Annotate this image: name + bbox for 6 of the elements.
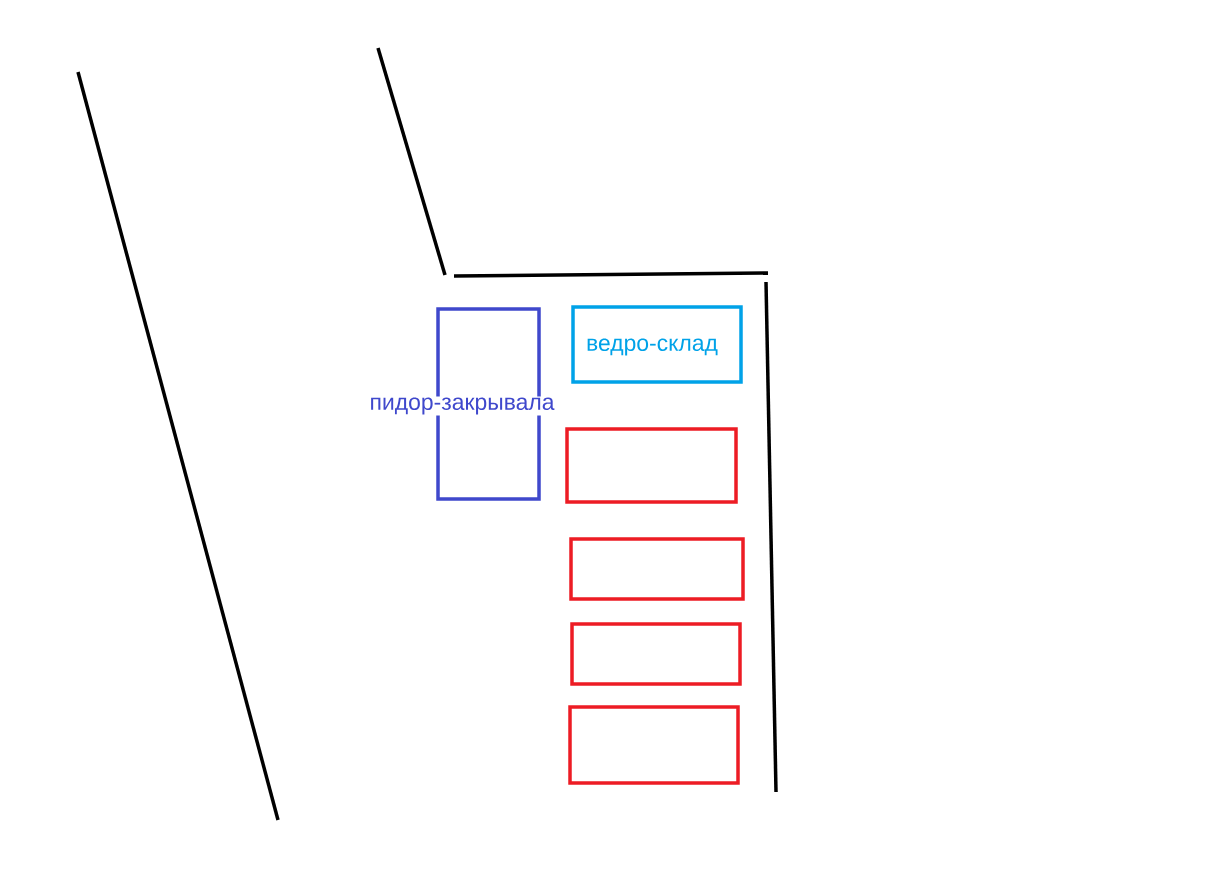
labeled-box: пидор-закрывала [368, 307, 556, 501]
empty-box [565, 427, 738, 504]
labeled-box: ведро-склад [571, 305, 743, 384]
empty-box [569, 537, 745, 601]
empty-box [568, 705, 740, 785]
empty-box [570, 622, 742, 686]
